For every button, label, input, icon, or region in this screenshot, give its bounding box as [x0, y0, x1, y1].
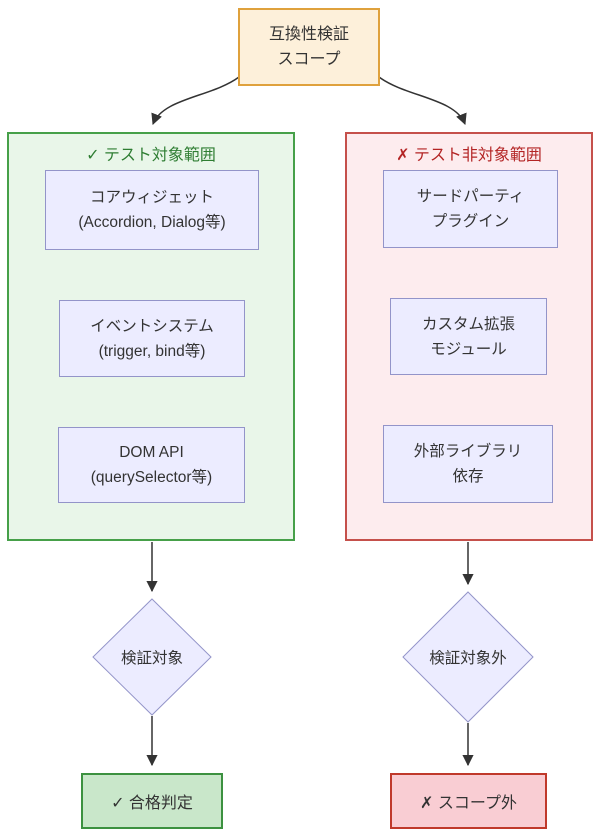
node-dom-api-line2: (querySelector等)	[90, 469, 213, 486]
node-external-library-deps: 外部ライブラリ 依存	[383, 425, 553, 503]
node-third-party-plugins-line2: プラグイン	[431, 213, 510, 230]
root-node-line2: スコープ	[277, 51, 341, 68]
root-node-line1: 互換性検証	[268, 26, 349, 43]
node-custom-extensions-line1: カスタム拡張	[421, 315, 515, 333]
node-event-system-line2: (trigger, bind等)	[98, 342, 206, 360]
node-dom-api: DOM API (querySelector等)	[58, 427, 245, 503]
decision-left-label: 検証対象	[120, 650, 183, 667]
result-pass-label: ✓ 合格判定	[111, 795, 193, 812]
decision-diamond-right: 検証対象外	[402, 592, 534, 722]
decision-diamond-right-shape	[402, 591, 534, 723]
scope-in-group-title: ✓ テスト対象範囲	[86, 147, 216, 164]
node-external-library-deps-line2: 依存	[452, 468, 484, 485]
edge-root-to-scope-out	[378, 76, 467, 126]
node-custom-extensions-line2: モジュール	[430, 340, 507, 358]
result-fail-node: ✗ スコープ外	[390, 773, 547, 829]
edge-root-to-scope-in	[151, 76, 240, 126]
node-third-party-plugins-line1: サードパーティ	[416, 188, 525, 205]
node-dom-api-line1: DOM API	[119, 444, 184, 461]
decision-diamond-left-shape	[92, 598, 212, 716]
node-third-party-plugins: サードパーティ プラグイン	[383, 170, 558, 248]
node-external-library-deps-line1: 外部ライブラリ	[413, 443, 523, 460]
node-event-system-line1: イベントシステム	[90, 317, 214, 335]
node-core-widgets: コアウィジェット (Accordion, Dialog等)	[45, 170, 259, 250]
result-fail-label: ✗ スコープ外	[420, 795, 517, 812]
node-core-widgets-line1: コアウィジェット	[89, 189, 214, 206]
result-pass-node: ✓ 合格判定	[81, 773, 223, 829]
node-event-system: イベントシステム (trigger, bind等)	[59, 300, 245, 377]
root-node-scope: 互換性検証 スコープ	[238, 8, 380, 86]
scope-out-group-title: ✗ テスト非対象範囲	[396, 147, 542, 164]
decision-diamond-left: 検証対象	[92, 599, 212, 715]
node-core-widgets-line2: (Accordion, Dialog等)	[78, 214, 226, 231]
decision-right-label: 検証対象外	[429, 650, 507, 667]
node-custom-extensions: カスタム拡張 モジュール	[390, 298, 547, 375]
